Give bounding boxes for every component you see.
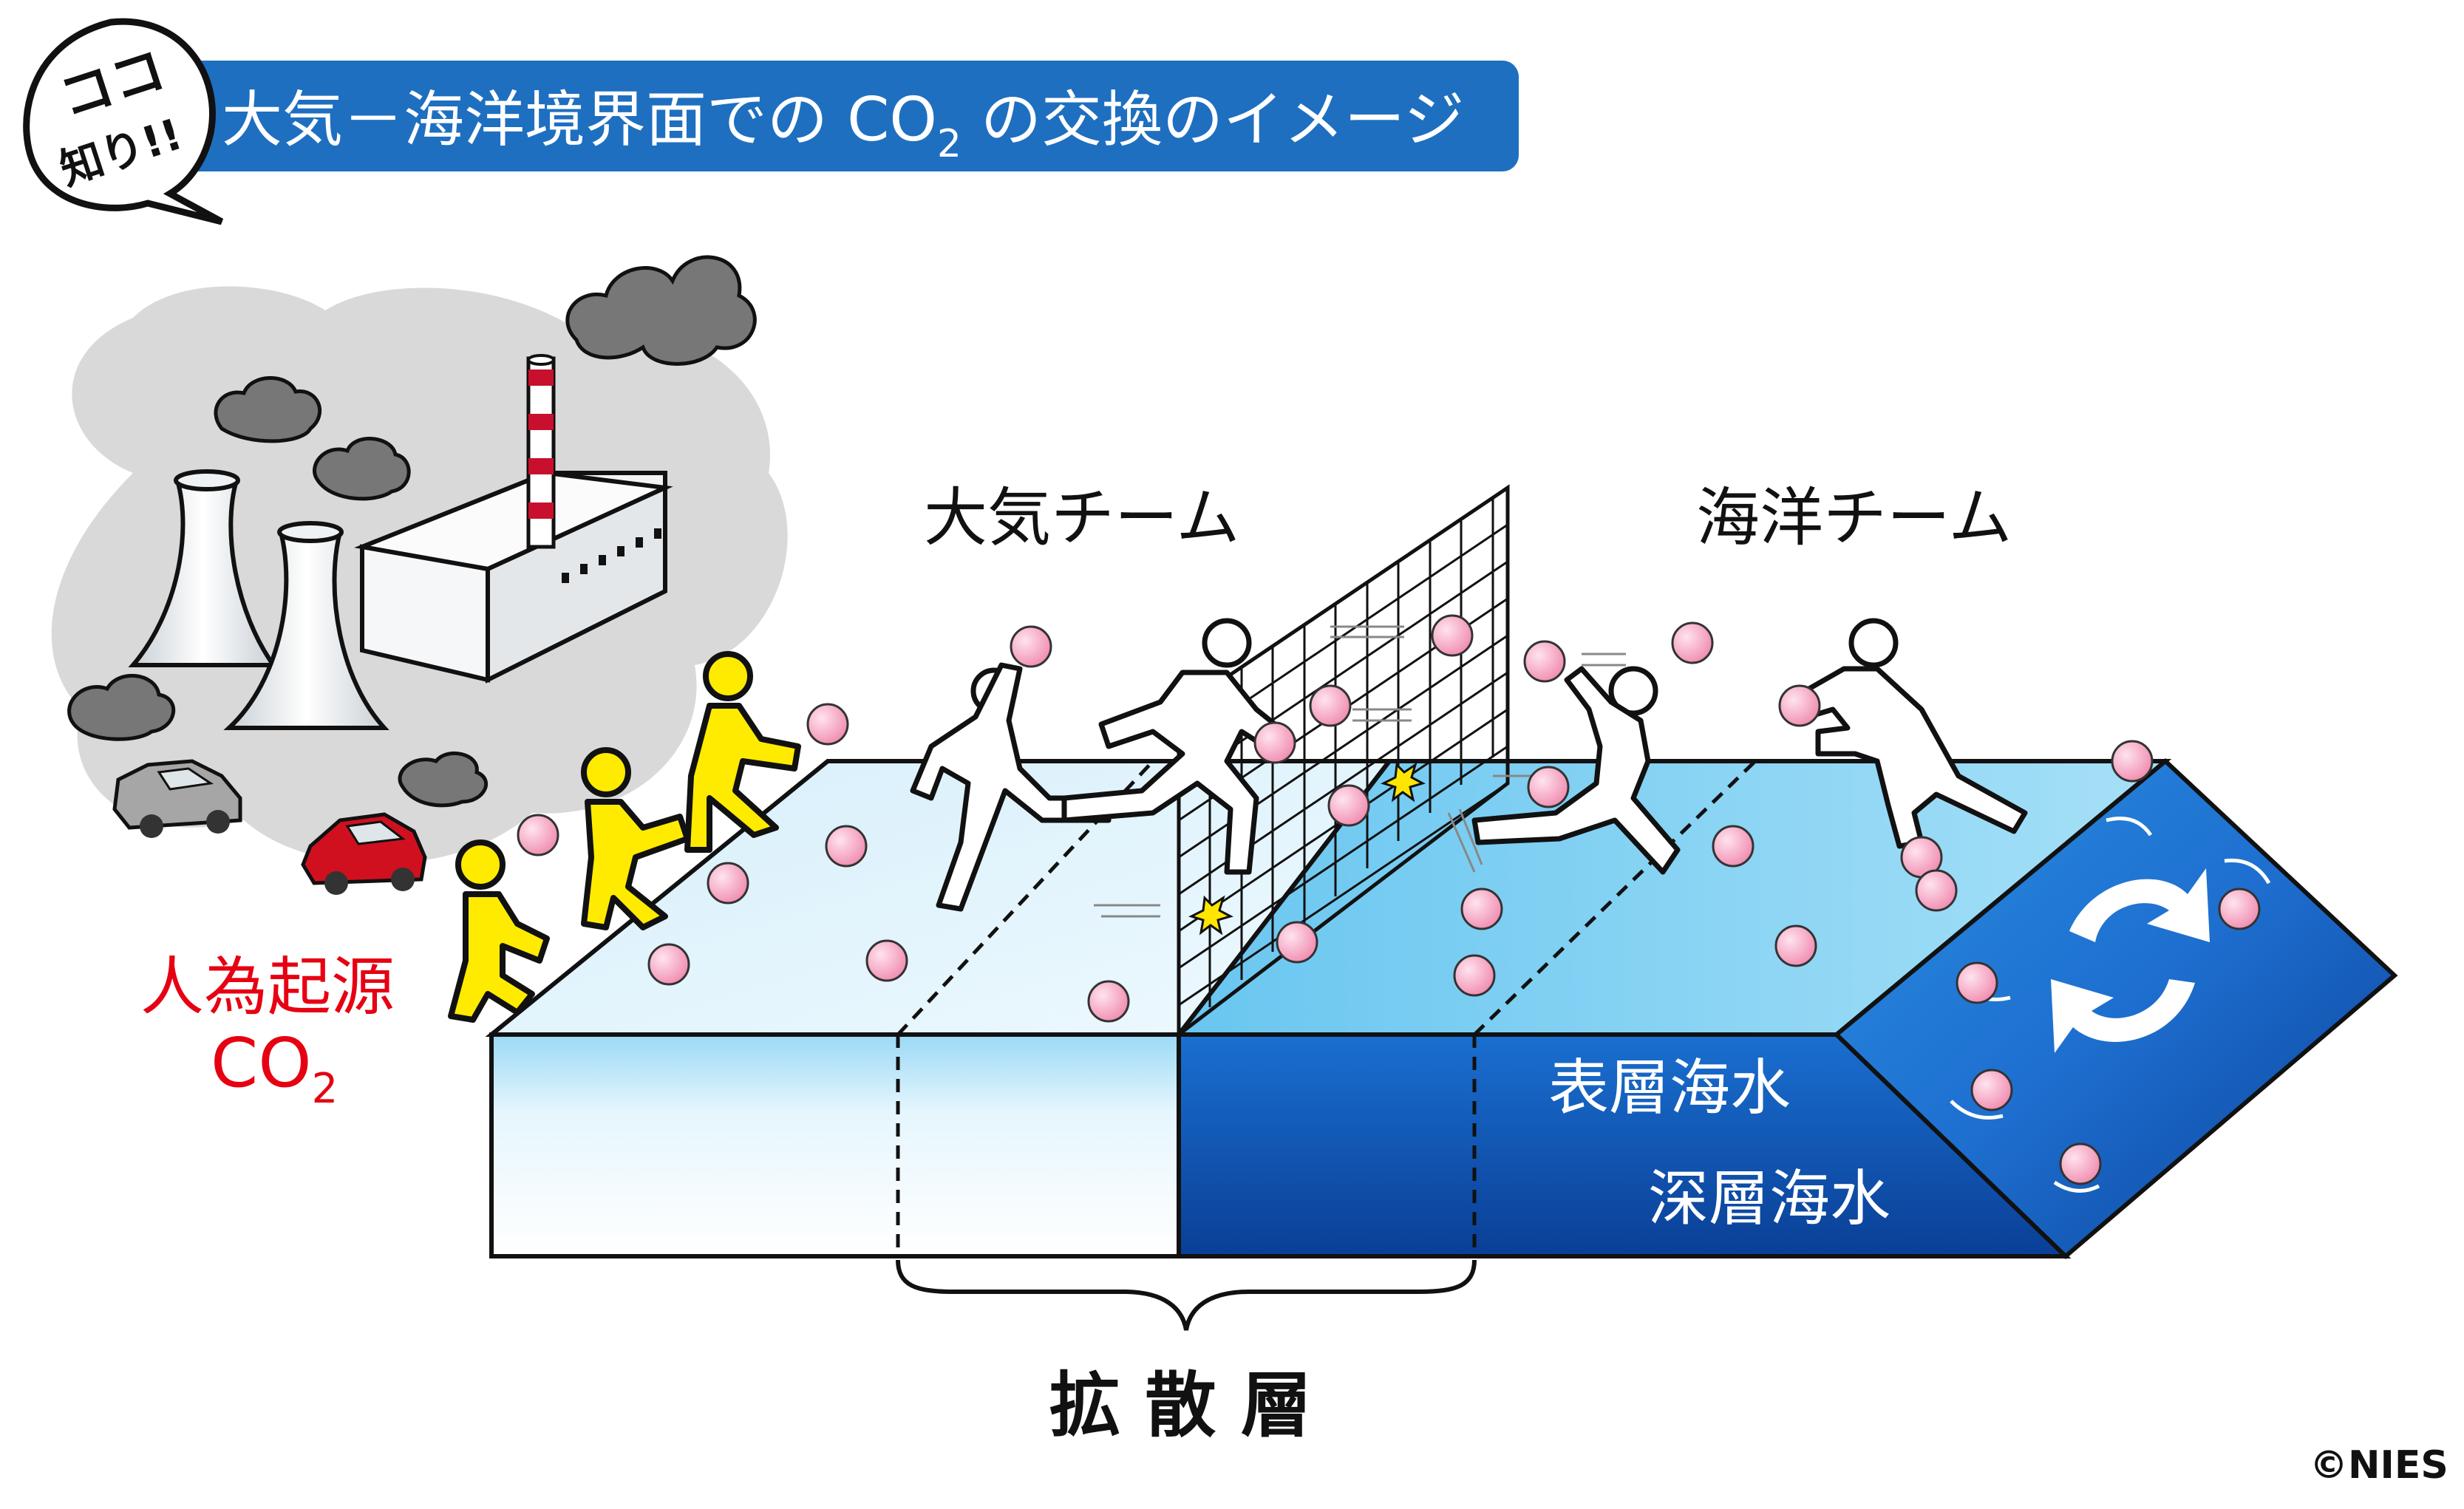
yellow-figure-2 [581,747,690,930]
smoke-puffs [67,255,757,808]
surface-water-label: 表層海水 [1548,1053,1791,1123]
copyright-credit: ©NIES [2310,1443,2448,1488]
ocean-player-2 [1789,618,2028,849]
industrial-area [51,255,788,895]
deep-water-label: 深層海水 [1648,1164,1890,1234]
cooling-tower-front [223,521,389,730]
impact-stars [1188,762,1426,936]
chimney [526,354,556,549]
atmosphere-player-1 [910,662,1112,912]
ocean-player-1 [1471,666,1681,875]
yellow-figures [448,651,801,1023]
atmosphere-team-label: 大気チーム [924,481,1239,555]
title-banner: 大気－海洋境界面での CO2 の交換のイメージ [181,61,1519,171]
koko-shiri-badge: ココ 知り!! [23,18,224,225]
circulation-icon [1950,817,2271,1193]
yellow-figure-1 [684,651,801,853]
diffusion-layer-brace [896,1259,1477,1331]
gray-car [112,759,242,838]
anthropogenic-co2-label: CO2 [211,1023,338,1113]
anthropogenic-label: 人為起源 [140,950,395,1024]
diffusion-layer-label: 拡 散 層 [1049,1364,1312,1447]
speech-bubble [23,18,224,225]
ocean-end-face [1833,758,2398,1260]
air-layer-front [489,1032,1181,1258]
interface-slab [485,758,2398,1260]
red-car [301,812,427,895]
motion-streaks [1094,625,1626,918]
title-text: 大気－海洋境界面での CO2 の交換のイメージ [222,85,1464,166]
title-bar-background [181,61,1519,171]
ocean-team-label: 海洋チーム [1696,481,2012,555]
yellow-figure-3 [448,839,550,1023]
